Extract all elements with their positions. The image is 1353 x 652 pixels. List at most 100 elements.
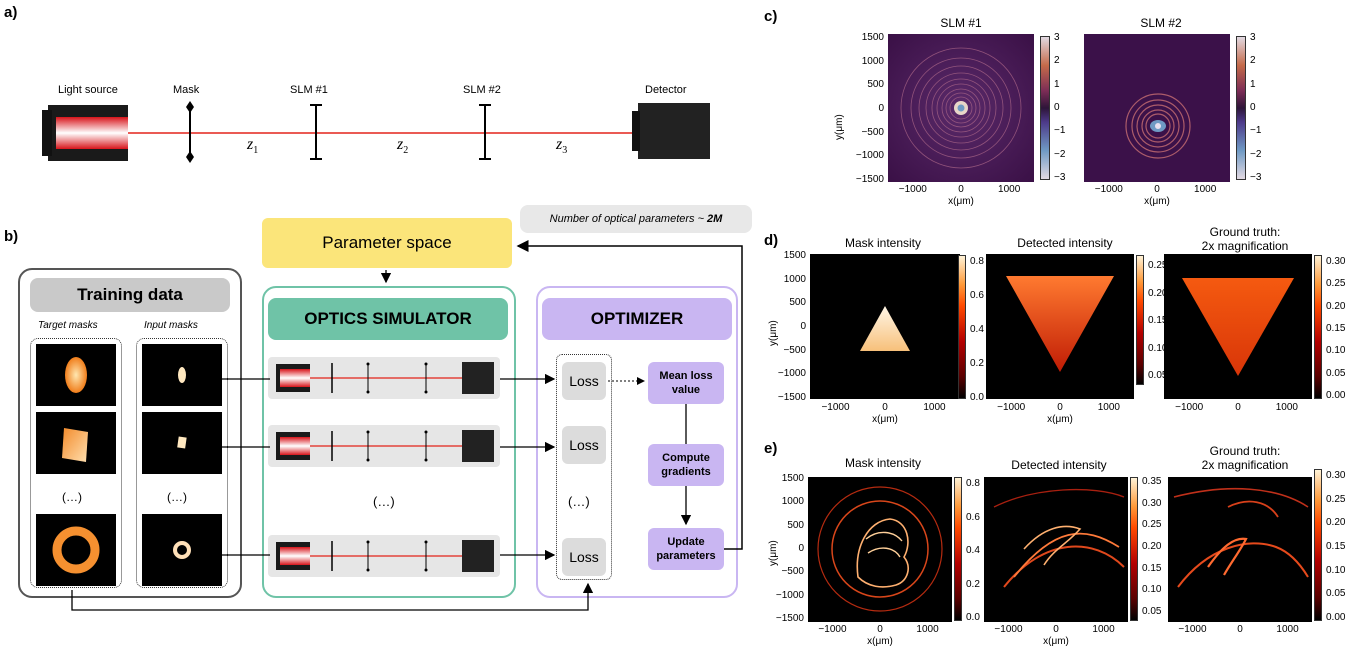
target-mask-ring: [52, 526, 100, 574]
c-xtick: 1000: [1194, 184, 1217, 195]
c-cbar-tick: 2: [1054, 55, 1060, 67]
c2-xlabel: x(μm): [1144, 196, 1170, 207]
c-cbar-tick: −2: [1250, 148, 1262, 160]
loss-ellipsis: (…): [568, 494, 590, 509]
c-cbar-tick: 0: [1250, 102, 1256, 113]
d-xtick: 1000: [1275, 402, 1298, 413]
z1-label: z1: [247, 136, 259, 157]
e1-xlabel: x(μm): [867, 636, 893, 647]
e-ytick: 500: [787, 519, 804, 531]
d-ytick: 1500: [783, 250, 806, 261]
slm2-phase-image: [1084, 34, 1230, 182]
e-xtick: 0: [877, 624, 883, 635]
e-detected-title: Detected intensity: [1011, 458, 1107, 472]
e-cbar3-tick: 0.30: [1326, 470, 1346, 481]
e2-xlabel: x(μm): [1043, 636, 1069, 647]
e-cbar3-tick: 0.25: [1326, 493, 1346, 505]
d-cbar3-tick: 0.05: [1326, 367, 1346, 379]
simulator-row: [268, 424, 501, 468]
target-mask-ellipse: [65, 357, 87, 393]
c-ytick: 1500: [861, 32, 884, 43]
e-cbar2-tick: 0.15: [1142, 562, 1162, 574]
panel-label-a: a): [4, 4, 18, 21]
e-cbar3-tick: 0.20: [1326, 517, 1346, 529]
z2-label: z2: [397, 136, 409, 157]
mean-loss-box: Mean loss value: [648, 362, 724, 404]
c-cbar-tick: 3: [1250, 32, 1256, 43]
c-cbar-tick: −1: [1054, 125, 1066, 137]
d-ytick: −1000: [777, 368, 806, 380]
simulator-rows: [268, 357, 501, 577]
d-cbar2-tick: 0.05: [1148, 370, 1168, 381]
e-cbar3-tick: 0.15: [1326, 541, 1346, 552]
e-detected-image: [984, 477, 1128, 622]
c-xtick: −1000: [898, 184, 927, 195]
panel-label-d: d): [764, 232, 779, 249]
target-ellipsis: (…): [62, 490, 82, 504]
detector-label: Detector: [645, 84, 687, 96]
d-groundtruth-image: [1164, 254, 1312, 399]
panel-label-c: c): [764, 8, 778, 25]
e-ytick: −1000: [775, 589, 804, 601]
detector-body: [638, 103, 710, 159]
c1-xlabel: x(μm): [948, 196, 974, 207]
e-xtick: −1000: [994, 624, 1023, 635]
slm1-colorbar: [1040, 36, 1050, 180]
e-cbar2-tick: 0.25: [1142, 519, 1162, 531]
d-mask-title: Mask intensity: [844, 236, 922, 250]
c-xtick: 0: [958, 184, 964, 195]
optical-setup-diagram: [42, 101, 710, 163]
e-groundtruth-colorbar: [1314, 469, 1322, 621]
c-cbar-tick: −3: [1054, 172, 1066, 183]
optimizer-header: OPTIMIZER: [542, 298, 732, 340]
slm1-title: SLM #1: [940, 16, 982, 30]
d-cbar3-tick: 0.20: [1326, 300, 1346, 312]
c-cbar-tick: 2: [1250, 55, 1256, 67]
d-cbar2-tick: 0.15: [1148, 315, 1168, 326]
c-ytick: 500: [867, 79, 884, 91]
c-cbar-tick: −2: [1054, 148, 1066, 160]
c-ytick: 0: [878, 103, 884, 114]
c-cbar-tick: 0: [1054, 102, 1060, 113]
e-xtick: −1000: [818, 624, 847, 635]
d-detected-colorbar: [1136, 255, 1144, 385]
simulator-row: [268, 534, 501, 577]
e-ytick: 1000: [781, 496, 804, 508]
num-params-note: Number of optical parameters ~ 2M: [520, 205, 752, 233]
c-xtick: 0: [1154, 184, 1160, 195]
d-detected-title: Detected intensity: [1017, 236, 1113, 250]
d-cbar1-tick: 0.6: [970, 290, 984, 301]
c-xtick: −1000: [1094, 184, 1123, 195]
d2-xlabel: x(μm): [1047, 414, 1073, 425]
d-cbar1-tick: 0.8: [970, 256, 984, 267]
e-cbar3-tick: 0.10: [1326, 564, 1346, 576]
d1-ylabel: y(μm): [768, 320, 779, 346]
e1-ylabel: y(μm): [768, 540, 779, 566]
e-xtick: 1000: [1276, 624, 1299, 635]
c-cbar-tick: 1: [1054, 78, 1060, 90]
d-xtick: 1000: [923, 402, 946, 413]
d-cbar3-tick: 0.30: [1326, 256, 1346, 267]
c1-ylabel: y(μm): [834, 114, 845, 140]
d-xtick: −1000: [1175, 402, 1204, 413]
slm2-title: SLM #2: [1140, 16, 1182, 30]
d-cbar2-tick: 0.10: [1148, 342, 1168, 354]
e-xtick: −1000: [1178, 624, 1207, 635]
e-cbar2-tick: 0.30: [1142, 497, 1162, 509]
panel-label-e: e): [764, 440, 778, 457]
d-xtick: 1000: [1097, 402, 1120, 413]
d-ytick: 0: [800, 321, 806, 332]
parameter-space-box: Parameter space: [262, 218, 512, 268]
c-ytick: 1000: [861, 55, 884, 67]
d-cbar1-tick: 0.0: [970, 392, 984, 403]
slm1-label: SLM #1: [290, 84, 328, 96]
d-ytick: 500: [789, 297, 806, 309]
e-ytick: −500: [781, 566, 804, 578]
optics-simulator-header: OPTICS SIMULATOR: [268, 298, 508, 340]
input-ellipsis: (…): [167, 490, 187, 504]
d-xtick: −1000: [821, 402, 850, 413]
target-masks-label: Target masks: [38, 320, 98, 331]
d-ytick: −500: [783, 344, 806, 356]
e-cbar3-tick: 0.00: [1326, 612, 1346, 623]
compute-gradients-box: Compute gradients: [648, 444, 724, 486]
